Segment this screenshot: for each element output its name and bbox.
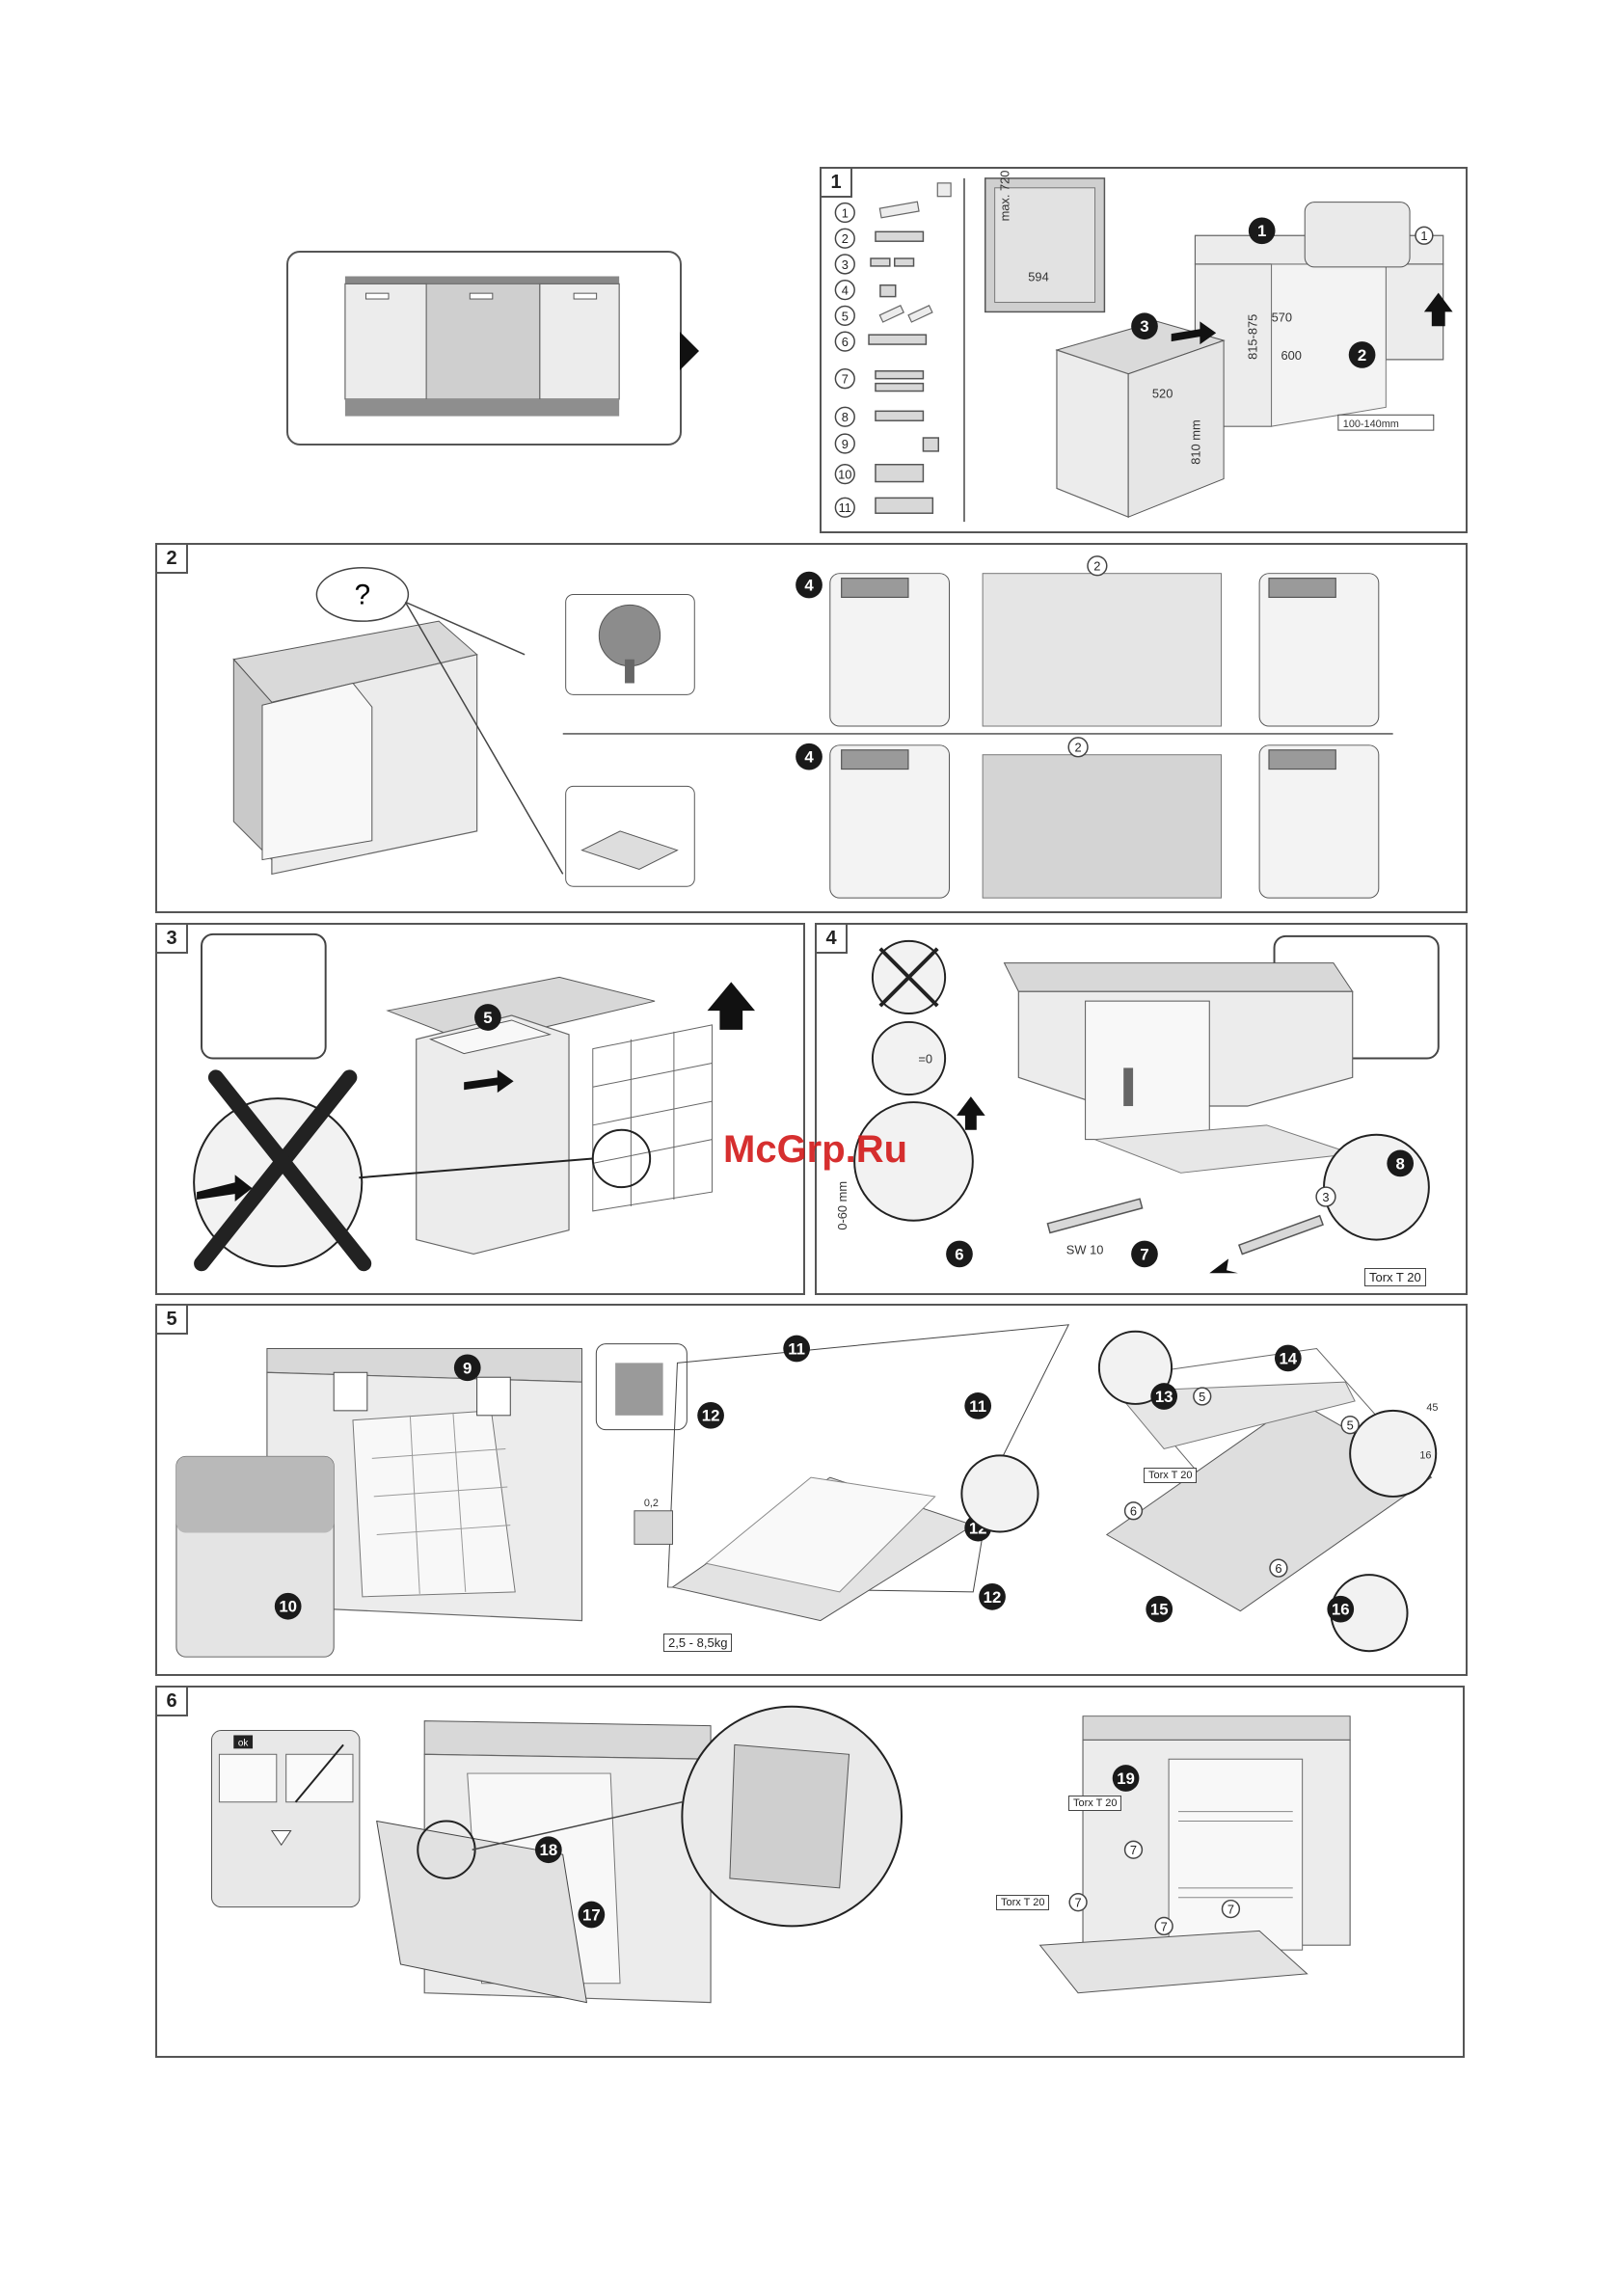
part-label: 3 [842,257,849,272]
badge: 18 [539,1841,557,1859]
part-label: 1 [842,205,849,220]
dim-45: 45 [1426,1402,1438,1414]
step-4-diagram: =0 0-60 mm 6 SW 10 7 8 3 [817,925,1466,1293]
step-6-panel: 6 ok 18 17 19 7 7 7 7 Torx [155,1686,1465,2058]
dim-520: 520 [1152,386,1173,400]
part-ref: 3 [1322,1190,1329,1204]
part-label: 8 [842,410,849,424]
badge: 16 [1332,1601,1350,1619]
dim-max720: max. 720 [997,171,1011,222]
dim-815-875: 815-875 [1246,314,1260,360]
badge: 12 [702,1407,720,1425]
part-ref: 5 [1347,1418,1354,1433]
dim-600: 600 [1281,348,1301,363]
badge: 19 [1117,1769,1135,1788]
kitchen-row-diagram [288,253,680,444]
part-ref: 7 [1075,1896,1082,1910]
badge: 15 [1150,1601,1169,1619]
step-1-diagram: 1 2 3 4 5 6 7 8 9 10 11 [822,169,1466,531]
dim-594: 594 [1028,270,1048,284]
part-ref: 2 [1093,559,1100,574]
badge: 4 [804,577,814,595]
dim-810: 810 mm [1188,419,1202,464]
part-ref: 6 [1130,1504,1137,1519]
badge: 5 [483,1009,492,1027]
badge: 10 [279,1598,297,1616]
step-1-panel: 1 1 2 3 4 5 6 7 8 9 10 11 [820,167,1468,533]
dim-570: 570 [1272,310,1292,324]
badge: 13 [1155,1388,1173,1406]
torx-label: Torx T 20 [1144,1468,1197,1483]
part-ref: 7 [1227,1903,1234,1917]
dim-0-2: 0,2 [644,1498,659,1509]
dim-range: 100-140mm [1343,419,1399,430]
part-ref: 7 [1130,1843,1137,1857]
part-label: 7 [842,372,849,387]
weight-label: 2,5 - 8,5kg [663,1634,732,1652]
ok-label: ok [238,1738,248,1748]
part-label: 2 [842,231,849,246]
badge: 2 [1358,346,1366,365]
badge: 11 [788,1339,805,1358]
step-3-diagram: 5 [157,925,803,1293]
part-label: 6 [842,335,849,349]
step-2-diagram: ? 4 4 2 2 [157,545,1466,911]
part-label: 5 [842,309,849,323]
badge: 11 [969,1397,986,1416]
next-arrow-icon [680,332,699,370]
watermark: McGrp.Ru [723,1128,907,1172]
step-4-panel: 4 =0 0-60 mm 6 SW 10 7 8 3 Torx T 20 [815,923,1468,1295]
badge: 17 [582,1905,601,1924]
badge: 9 [463,1359,472,1377]
step-2-panel: 2 ? 4 4 2 2 [155,543,1468,913]
dim-16: 16 [1419,1449,1431,1461]
intro-illustration [286,251,682,446]
badge: 3 [1140,317,1148,336]
badge: 7 [1140,1245,1148,1263]
step-6-diagram: ok 18 17 19 7 7 7 7 [157,1688,1463,2056]
part-ref: 7 [1161,1919,1168,1933]
step-3-panel: 3 5 [155,923,805,1295]
part-label: 4 [842,284,849,298]
question-icon: ? [355,579,371,610]
torx-label: Torx T 20 [1364,1268,1426,1286]
badge: 8 [1396,1154,1405,1173]
step-5-diagram: 9 10 12 11 11 12 12 0,2 13 14 45 16 5 5 … [157,1306,1466,1674]
torx-label: Torx T 20 [1068,1796,1121,1811]
badge: 12 [984,1588,1002,1607]
step-5-panel: 5 9 10 12 11 11 12 12 0,2 [155,1304,1468,1676]
badge: 14 [1279,1349,1297,1367]
badge: 6 [955,1245,963,1263]
label-sw10: SW 10 [1066,1242,1104,1256]
part-label: 10 [838,468,851,482]
part-label: 9 [842,437,849,451]
part-ref: 1 [1420,229,1427,243]
dim-0-60: 0-60 mm [835,1181,849,1230]
torx-label: Torx T 20 [996,1895,1049,1910]
badge: 4 [804,748,814,767]
badge: 1 [1257,222,1266,240]
part-label: 11 [839,500,851,515]
part-ref: 2 [1075,741,1082,755]
parts-list: 1 2 3 4 5 6 7 8 9 10 11 [835,178,964,522]
dim-equals0: =0 [918,1051,932,1066]
part-ref: 6 [1275,1561,1281,1576]
part-ref: 5 [1199,1390,1205,1404]
